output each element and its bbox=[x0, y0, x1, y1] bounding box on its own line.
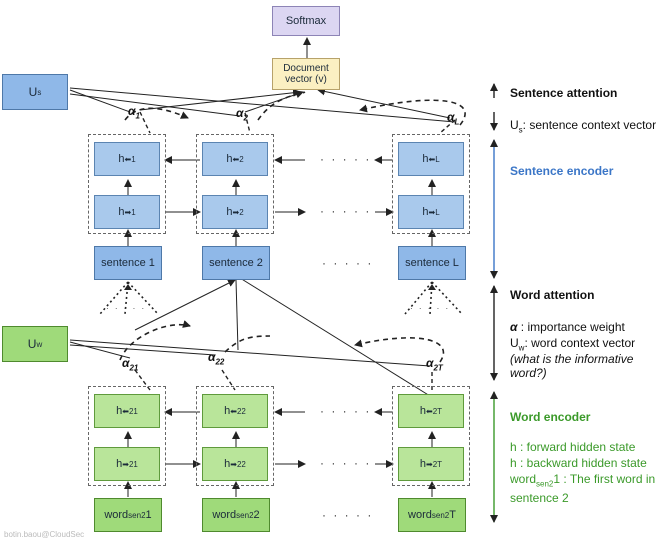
word-attention-label: Word attention bbox=[510, 288, 595, 302]
us-sub: s bbox=[37, 87, 42, 97]
sentence-1-box: sentence 1 bbox=[94, 246, 162, 280]
sentence-alpha-1: α1 bbox=[128, 104, 140, 121]
softmax-label: Softmax bbox=[285, 15, 327, 27]
triangle-dots-1: · · · · · bbox=[106, 304, 147, 313]
uw-sub: w bbox=[36, 339, 43, 349]
word-alpha-2T: α2T bbox=[426, 356, 443, 373]
sentence-dots-bwd: · · · · · bbox=[320, 152, 372, 166]
sentence-hidden-fwd-2: h➡2 bbox=[202, 195, 268, 229]
sentence-hidden-fwd-L: h➡L bbox=[398, 195, 464, 229]
word-hidden-bwd-2T: h⬅2T bbox=[398, 394, 464, 428]
sentence-dots-fwd: · · · · · bbox=[320, 204, 372, 218]
word-encoder-label: Word encoder bbox=[510, 410, 591, 424]
sentence-group-L bbox=[392, 134, 470, 234]
word-dots: · · · · · bbox=[322, 508, 374, 522]
word-dots-fwd: · · · · · bbox=[320, 456, 372, 470]
sentence-L-box: sentence L bbox=[398, 246, 466, 280]
sentence-alpha-2: α2 bbox=[236, 106, 248, 123]
informative-note: (what is the informative word?) bbox=[510, 352, 634, 380]
triangle-dots-L: · · · · · bbox=[410, 304, 451, 313]
uw-description: Uw: word context vector bbox=[510, 336, 636, 353]
sentence-dots: · · · · · bbox=[322, 256, 374, 270]
sentence-hidden-bwd-2: h⬅2 bbox=[202, 142, 268, 176]
softmax-box: Softmax bbox=[272, 6, 340, 36]
document-vector-box: Document vector (v) bbox=[272, 58, 340, 90]
word-group-2 bbox=[196, 386, 274, 486]
sentence-hidden-fwd-1: h➡1 bbox=[94, 195, 160, 229]
sentence-group-2 bbox=[196, 134, 274, 234]
sentence-attention-label: Sentence attention bbox=[510, 86, 618, 100]
uw-label: U bbox=[27, 337, 37, 351]
word-hidden-bwd-21: h⬅21 bbox=[94, 394, 160, 428]
sentence-alpha-L: αL bbox=[447, 110, 460, 127]
word-dots-bwd: · · · · · bbox=[320, 404, 372, 418]
word-hidden-bwd-22: h⬅22 bbox=[202, 394, 268, 428]
us-description: Us: sentence context vector bbox=[510, 118, 657, 135]
word-hidden-fwd-22: h➡22 bbox=[202, 447, 268, 481]
watermark: botin.baou@CloudSec bbox=[4, 530, 85, 539]
word-alpha-21: α21 bbox=[122, 356, 139, 373]
word-alpha-22: α22 bbox=[208, 350, 225, 367]
word-first-desc: wordsen21 : The first word in sentence 2 bbox=[510, 472, 656, 506]
sentence-hidden-bwd-1: h⬅1 bbox=[94, 142, 160, 176]
forward-desc: h : forward hidden state bbox=[510, 440, 636, 454]
sentence-group-1 bbox=[88, 134, 166, 234]
sentence-2-box: sentence 2 bbox=[202, 246, 270, 280]
word-group-T bbox=[392, 386, 470, 486]
sentence-hidden-bwd-L: h⬅L bbox=[398, 142, 464, 176]
document-vector-label: Document vector (v) bbox=[283, 63, 329, 85]
alpha-description: α : importance weight bbox=[510, 320, 625, 334]
backward-desc: h : backward hidden state bbox=[510, 456, 647, 470]
word-group-1 bbox=[88, 386, 166, 486]
word-hidden-fwd-2T: h➡2T bbox=[398, 447, 464, 481]
us-label: U bbox=[28, 85, 38, 99]
sentence-encoder-label: Sentence encoder bbox=[510, 164, 614, 178]
word-hidden-fwd-21: h➡21 bbox=[94, 447, 160, 481]
